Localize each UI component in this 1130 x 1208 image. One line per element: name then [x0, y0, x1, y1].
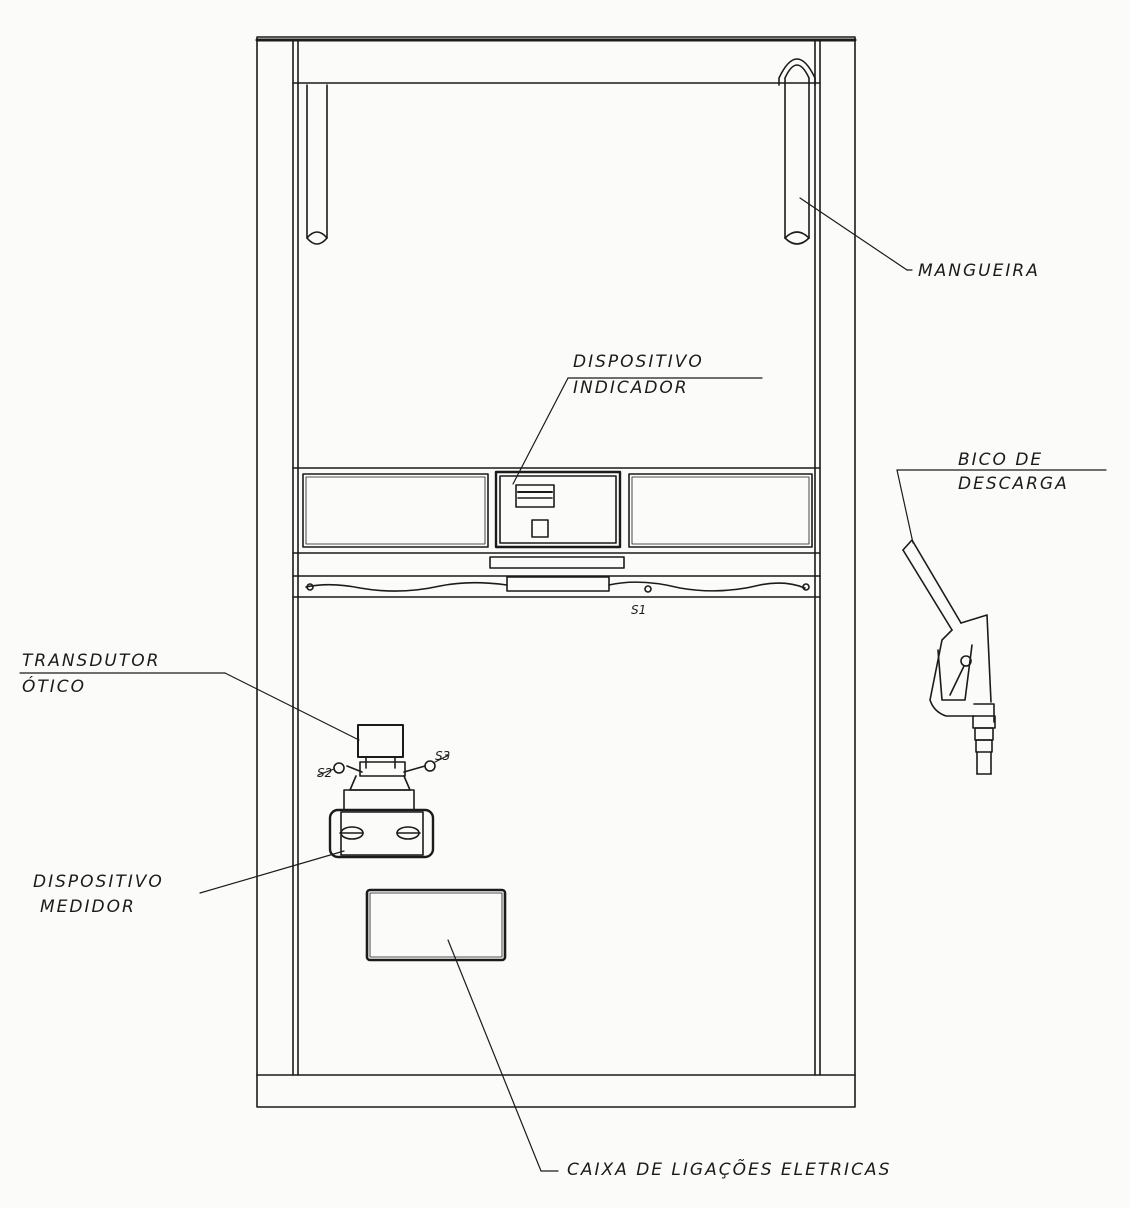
cable-band: [292, 575, 821, 598]
label-transdutor-line1: TRANSDUTOR: [22, 651, 161, 671]
label-bico-line2: DESCARGA: [958, 474, 1069, 494]
label-s2: S2: [317, 766, 333, 780]
label-mangueira: MANGUEIRA: [918, 261, 1040, 281]
label-transdutor-line2: ÓTICO: [22, 677, 87, 697]
discharge-nozzle: [902, 539, 996, 775]
label-dispositivo-medidor-line1: DISPOSITIVO: [33, 872, 164, 892]
label-dispositivo-indicador-line2: INDICADOR: [573, 378, 689, 398]
label-dispositivo-medidor-line2: MEDIDOR: [40, 897, 136, 917]
label-s1: S1: [631, 603, 647, 617]
label-bico-line1: BICO DE: [958, 450, 1044, 470]
cabinet-frame: [255, 36, 857, 1108]
hose-left: [306, 84, 328, 245]
optical-transducer: [333, 724, 436, 791]
leader-lines: [19, 197, 1107, 1172]
label-s3: S3: [435, 749, 451, 763]
label-dispositivo-indicador-line1: DISPOSITIVO: [573, 352, 704, 372]
display-panel: [292, 467, 821, 569]
label-caixa-ligacoes: CAIXA DE LIGAÇÕES ELETRICAS: [567, 1160, 892, 1180]
junction-box: [365, 888, 507, 962]
meter-device: [328, 789, 435, 859]
hose-right: [778, 58, 816, 245]
